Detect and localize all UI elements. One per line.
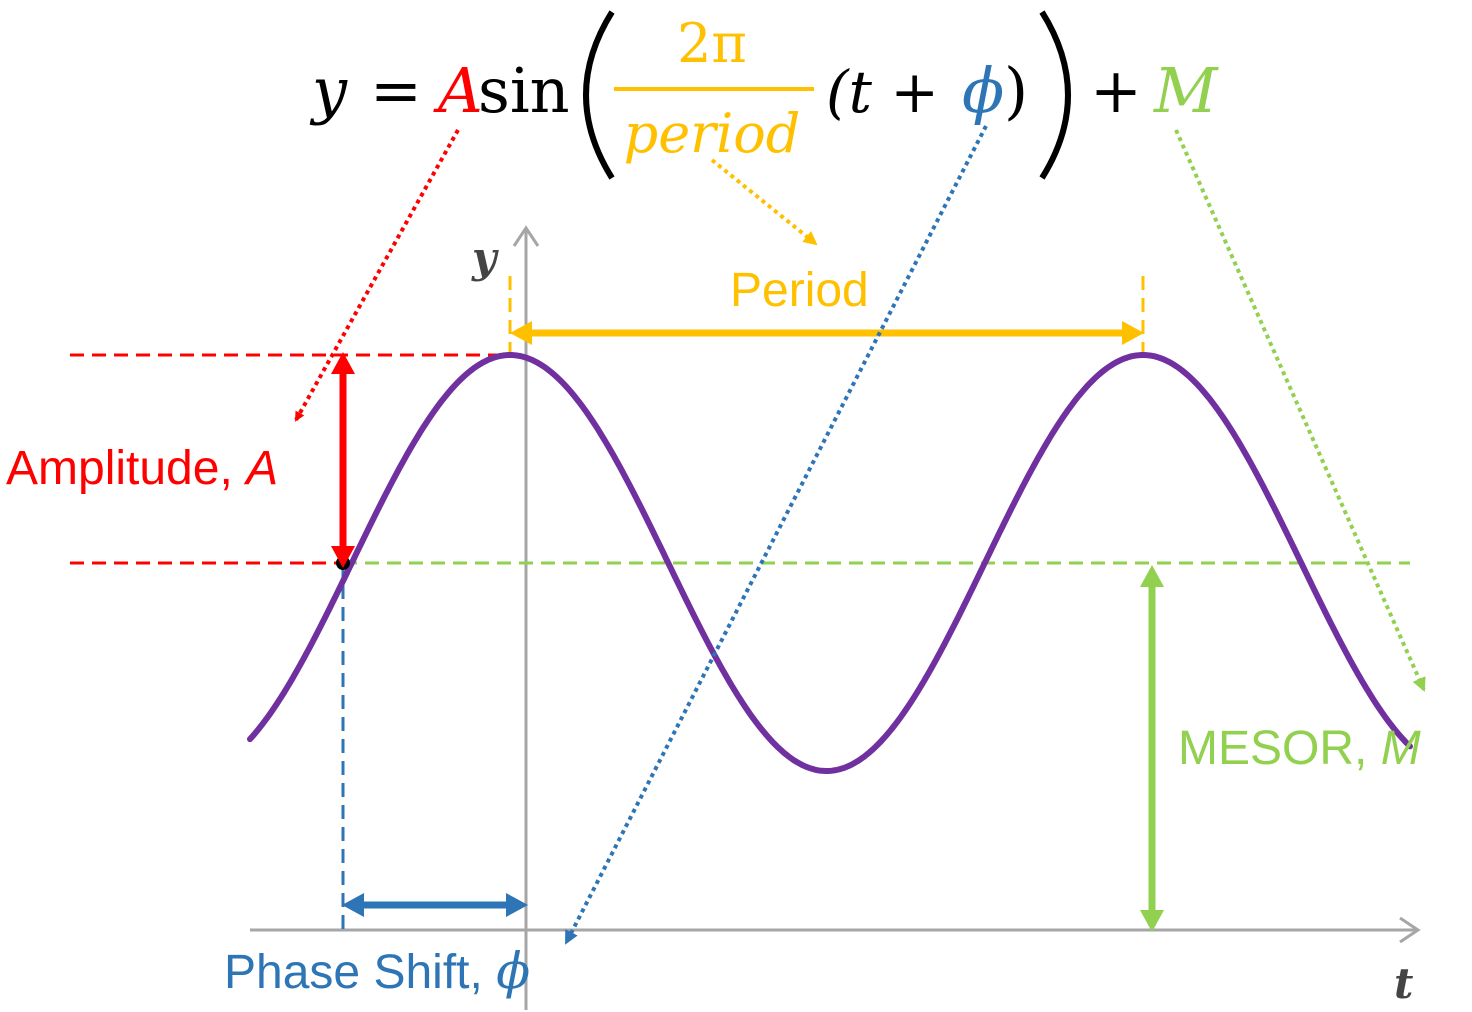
equation-amplitude-symbol: A [433,54,483,127]
period-pointer [710,158,818,246]
equation-period: period [624,102,801,165]
amplitude-label: Amplitude, A [6,442,278,495]
y-axis-label: y [471,233,499,282]
equation: y = A sin 2π period (t + ϕ ) + M [309,10,1219,180]
t-axis-arrowhead [1399,916,1421,944]
equation-left-paren [583,10,615,180]
phase-shift-label: Phase Shift, ϕ [224,942,530,1000]
period-label: Period [730,264,869,317]
y-axis-arrowhead [512,225,540,247]
equation-sin: sin [478,54,570,127]
equation-phi: ϕ [962,54,1004,127]
mesor-arrow [1140,565,1164,932]
mesor-pointer [1174,129,1426,692]
axes: y t [250,225,1421,1010]
equation-y: y [309,54,348,127]
phase-pointer [564,125,988,945]
equation-two-pi: 2π [677,12,747,75]
equation-close-inner: ) [1004,54,1028,127]
amplitude-arrow [331,352,355,568]
amplitude-label-symbol: A [243,442,278,495]
equation-equals: = [370,54,422,127]
sine-curve [247,352,1413,774]
amplitude-pointer [294,129,460,422]
mesor-label: MESOR, M [1178,722,1421,775]
mesor-label-symbol: M [1381,722,1421,775]
equation-plus: + [1090,54,1142,127]
equation-right-paren [1039,10,1071,180]
equation-mesor-symbol: M [1153,54,1219,127]
equation-t-plus: (t + [826,58,939,126]
phase-shift-label-symbol: ϕ [496,942,530,1000]
t-axis-label: t [1394,959,1413,1008]
period-arrow [510,321,1144,345]
phase-shift-arrow [342,893,528,917]
